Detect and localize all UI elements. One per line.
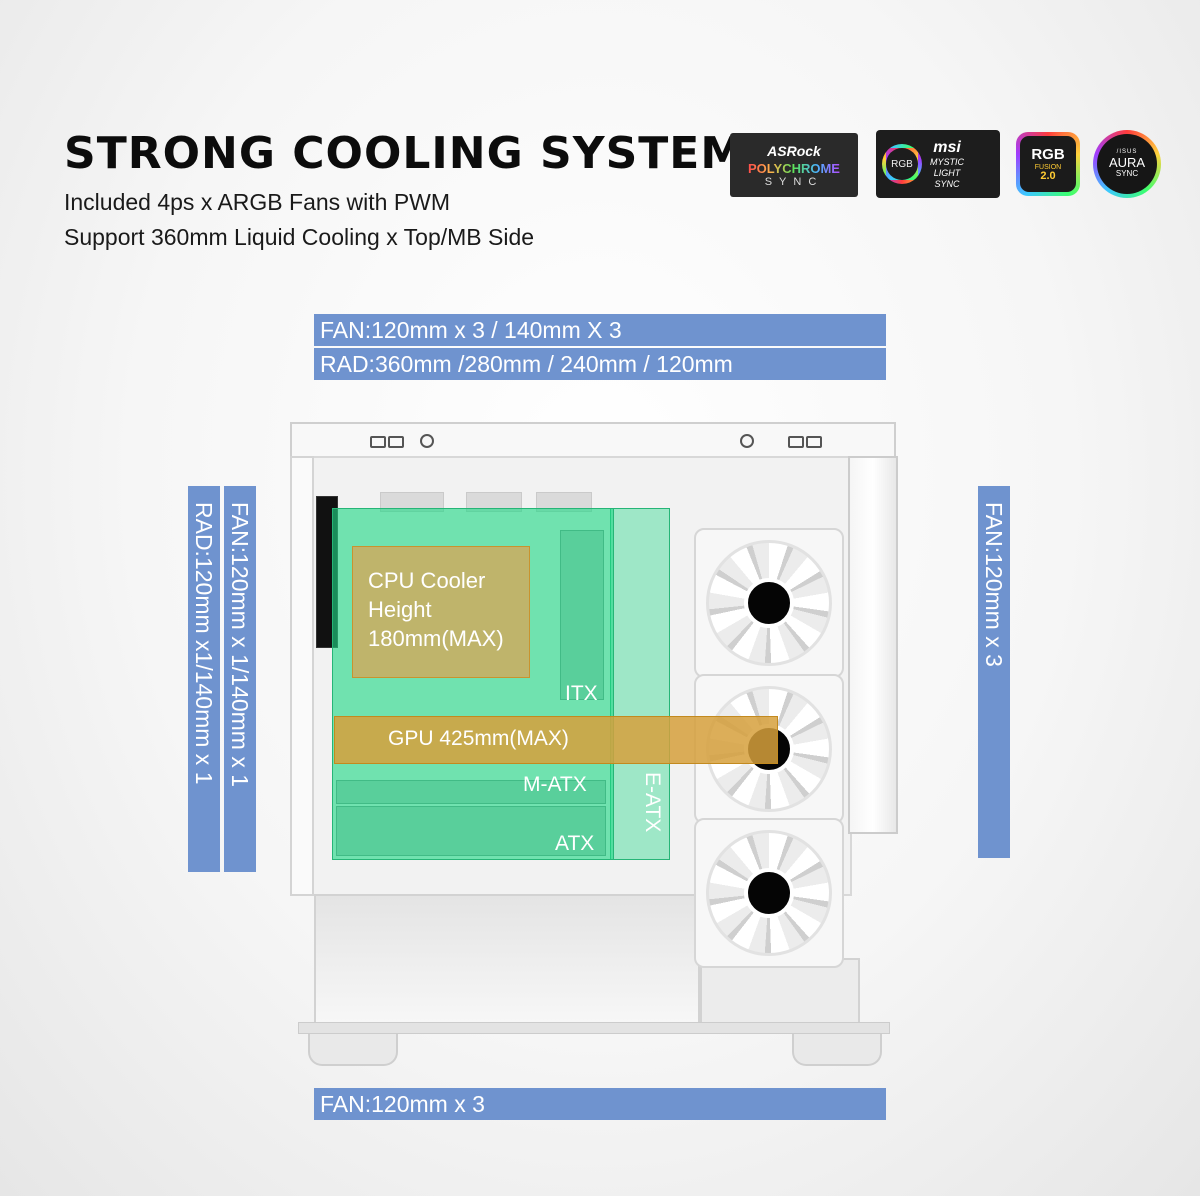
usb-port-icon — [370, 436, 386, 448]
eatx-label: E-ATX — [641, 772, 664, 833]
usb-port-icon — [788, 436, 804, 448]
gpu-clearance-box — [334, 716, 778, 764]
cpu-cooler-clearance-box — [352, 546, 530, 678]
case-rear-edge — [290, 456, 314, 896]
cpu-label-line2: Height — [368, 597, 432, 622]
rear-radiator-spec-bar: RAD:120mm x1/140mm x 1 — [188, 486, 220, 872]
msi-line3: SYNC — [934, 178, 960, 189]
asrock-line1: POLYCHROME — [748, 160, 840, 176]
msi-mystic-light-logo: RGB msi MYSTIC LIGHT SYNC — [876, 130, 1000, 198]
matx-zone — [336, 780, 606, 804]
fusion-line3: 2.0 — [1040, 169, 1056, 182]
cpu-cooler-label: CPU Cooler Height 180mm(MAX) — [368, 566, 504, 653]
matx-label: M-ATX — [523, 773, 587, 796]
rear-radiator-spec-text: RAD:120mm x1/140mm x 1 — [188, 486, 220, 872]
rear-fan-spec-bar: FAN:120mm x 1/140mm x 1 — [224, 486, 256, 872]
case-bottom-edge — [298, 1022, 890, 1034]
power-button-icon — [420, 434, 434, 448]
itx-label: ITX — [565, 682, 598, 705]
atx-label: ATX — [555, 832, 595, 855]
msi-badge: RGB — [886, 148, 918, 180]
aura-line1: AURA — [1108, 154, 1146, 170]
page-title: STRONG COOLING SYSTEM — [64, 128, 746, 179]
fan-hub — [744, 868, 794, 918]
front-fan-bottom — [694, 818, 844, 968]
itx-zone — [560, 530, 604, 700]
fan-hub — [744, 578, 794, 628]
top-fan-spec-bar: FAN:120mm x 3 / 140mm X 3 — [314, 314, 886, 346]
usb-port-icon — [806, 436, 822, 448]
asus-brand: /ISUS — [1116, 149, 1138, 156]
case-foot-left — [308, 1034, 398, 1066]
aura-line2: SYNC — [1115, 169, 1139, 179]
rear-fan-spec-text: FAN:120mm x 1/140mm x 1 — [224, 486, 256, 872]
gpu-length-label: GPU 425mm(MAX) — [388, 727, 569, 750]
fusion-line1: RGB — [1031, 145, 1065, 163]
rgb-fusion-logo: RGB FUSION 2.0 — [1016, 132, 1080, 196]
cpu-label-line1: CPU Cooler — [368, 568, 486, 593]
msi-brand: msi — [933, 138, 961, 156]
side-fan-spec-bar: FAN:120mm x 3 — [978, 486, 1010, 858]
asrock-line2: SYNC — [764, 175, 824, 188]
reset-button-icon — [740, 434, 754, 448]
feature-line-fans: Included 4ps x ARGB Fans with PWM — [64, 189, 451, 215]
msi-line2: LIGHT — [933, 167, 961, 178]
psu-shroud — [314, 894, 700, 1024]
asus-aura-sync-logo: /ISUS AURA SYNC — [1093, 130, 1161, 198]
asrock-brand: ASRock — [767, 142, 821, 159]
cpu-label-line3: 180mm(MAX) — [368, 626, 504, 651]
fusion-line2: FUSION — [1034, 163, 1062, 171]
msi-line1: MYSTIC — [930, 156, 965, 167]
case-front-glass — [848, 456, 898, 834]
front-fan-top — [694, 528, 844, 678]
top-radiator-spec-bar: RAD:360mm /280mm / 240mm / 120mm — [314, 348, 886, 380]
asrock-polychrome-logo: ASRock POLYCHROME SYNC — [730, 133, 858, 197]
side-fan-spec-text: FAN:120mm x 3 — [978, 486, 1010, 858]
rgb-ring-icon: RGB — [882, 144, 922, 184]
case-foot-right — [792, 1034, 882, 1066]
feature-line-liquid-cooling: Support 360mm Liquid Cooling x Top/MB Si… — [64, 224, 535, 250]
atx-zone — [336, 806, 606, 856]
eatx-area-overlay — [610, 508, 670, 860]
usb-port-icon — [388, 436, 404, 448]
bottom-fan-spec-bar: FAN:120mm x 3 — [314, 1088, 886, 1120]
